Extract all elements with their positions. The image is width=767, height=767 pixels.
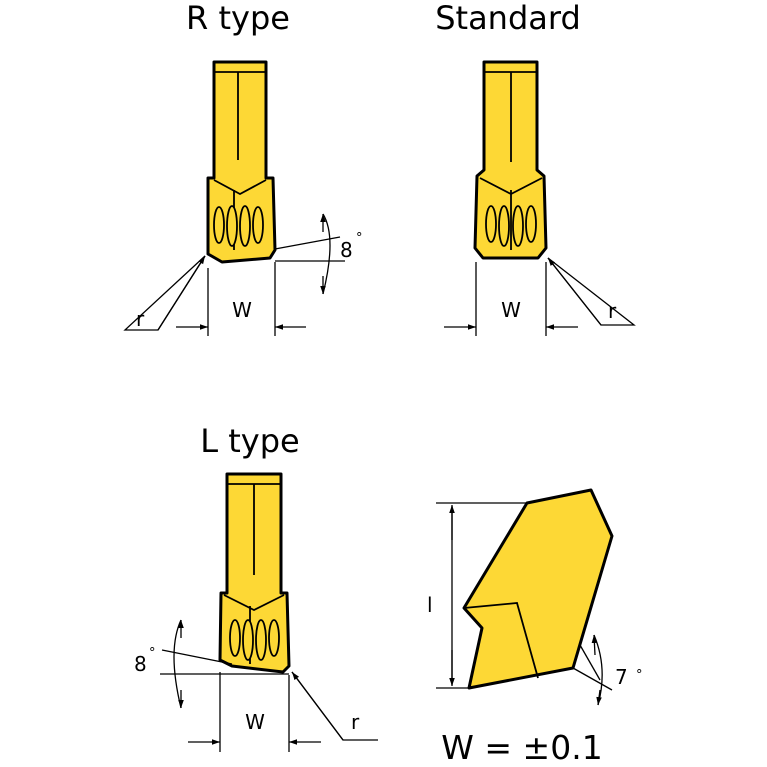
- insert-angle-unit: °: [636, 668, 643, 683]
- r-type-figure: R type W 8 ° r: [123, 0, 363, 336]
- l-type-width-label: W: [245, 710, 265, 734]
- l-type-tool: [218, 472, 291, 674]
- l-type-dimensions: W 8 ° r: [134, 619, 378, 752]
- standard-dimensions: W r: [444, 257, 636, 336]
- insert-length-label: l: [427, 593, 433, 617]
- standard-tool: [473, 60, 548, 260]
- r-type-dimensions: W 8 ° r: [123, 213, 363, 336]
- l-type-figure: L type W 8 ° r: [134, 422, 378, 752]
- width-tolerance-formula: W = ±0.1: [441, 728, 602, 767]
- l-type-angle-unit: °: [149, 646, 156, 661]
- standard-radius-label: r: [608, 299, 617, 323]
- l-type-title: L type: [200, 422, 299, 460]
- insert-angle-label: 7: [615, 665, 628, 689]
- insert-dimensions: l 7 °: [427, 502, 643, 706]
- l-type-angle-label: 8: [134, 652, 147, 676]
- r-type-title: R type: [186, 0, 290, 37]
- r-type-tool: [206, 60, 277, 264]
- standard-title: Standard: [435, 0, 581, 37]
- r-type-radius-label: r: [136, 307, 145, 331]
- standard-width-label: W: [501, 298, 521, 322]
- r-type-width-label: W: [232, 298, 252, 322]
- standard-figure: Standard W r: [435, 0, 636, 336]
- r-type-angle-label: 8: [340, 238, 353, 262]
- r-type-angle-unit: °: [356, 231, 363, 246]
- insert-blade: [462, 488, 614, 690]
- l-type-radius-label: r: [351, 710, 360, 734]
- insert-figure: l 7 ° W = ±0.1: [427, 488, 643, 767]
